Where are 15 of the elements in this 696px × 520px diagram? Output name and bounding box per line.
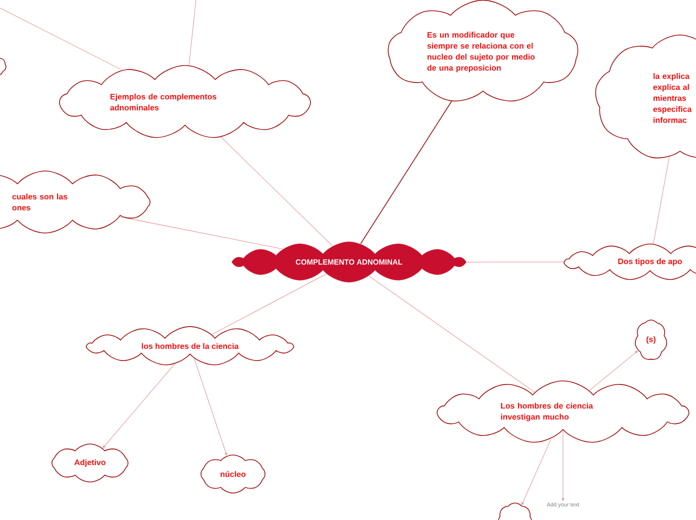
cloud-shape <box>498 502 532 520</box>
connector-line <box>102 364 175 448</box>
connector-line <box>522 438 552 506</box>
connector-line <box>589 350 638 391</box>
connector-line <box>368 276 535 392</box>
connector-line <box>212 274 327 335</box>
connector-line <box>194 358 228 456</box>
connector-line <box>562 430 564 501</box>
connector-line <box>220 136 333 246</box>
connector-line <box>360 100 452 244</box>
connector-line <box>653 156 670 244</box>
connector-line <box>119 216 284 250</box>
connector-line <box>0 8 122 70</box>
cloud-shape <box>0 56 6 76</box>
connector-line <box>188 0 196 66</box>
